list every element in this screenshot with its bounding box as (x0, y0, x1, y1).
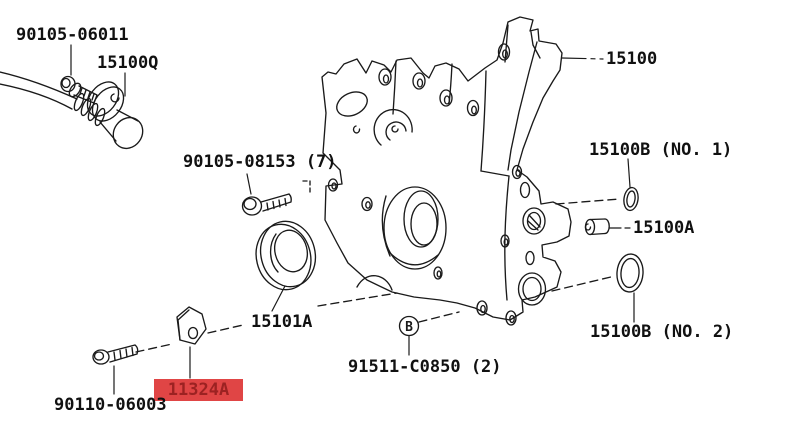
part-label-oring-no1[interactable]: 15100B (NO. 1) (589, 140, 733, 160)
part-label-sensor-bolt[interactable]: 90105-06011 (16, 25, 129, 45)
callout-b-letter: B (405, 320, 413, 335)
part-label-stud-bolts[interactable]: 91511-C0850 (2) (348, 357, 502, 377)
part-label-timing-cover[interactable]: 15100 (606, 49, 658, 69)
part-label-oil-seal[interactable]: 15101A (251, 312, 313, 332)
sensor-bolt-drawing (60, 75, 98, 104)
oring-no2-drawing (616, 253, 644, 293)
part-label-lower-bolt[interactable]: 90110-06003 (54, 395, 167, 415)
lower-bolt-drawing (92, 344, 139, 365)
part-label-cam-sensor[interactable]: 15100Q (97, 53, 159, 73)
dowel-pin-drawing (584, 218, 610, 236)
leader-lines (70, 44, 635, 395)
cover-bolt-drawing (241, 193, 292, 216)
part-label-oring-no2[interactable]: 15100B (NO. 2) (590, 322, 734, 342)
part-label-cover-bolts[interactable]: 90105-08153 (7) (183, 152, 337, 172)
part-label-dowel-pin[interactable]: 15100A (633, 218, 695, 238)
assembly-lines (135, 180, 621, 353)
oil-seal-drawing (255, 220, 317, 291)
callout-b-symbol: B (398, 315, 420, 337)
timing-cover-drawing (321, 16, 572, 326)
part-label-key-highlighted[interactable]: 11324A (154, 379, 243, 401)
oring-no1-drawing (623, 186, 639, 212)
key-drawing (176, 306, 207, 345)
